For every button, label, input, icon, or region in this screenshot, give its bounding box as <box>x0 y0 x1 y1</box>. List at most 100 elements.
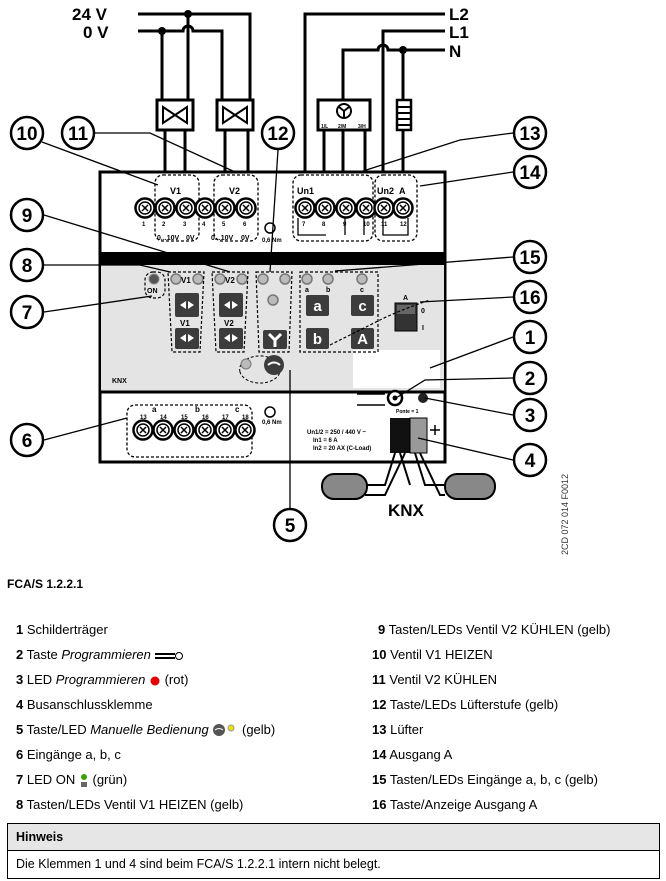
terminal-screw <box>294 197 316 219</box>
on-label: ON <box>147 288 158 295</box>
legend-suffix: (rot) <box>160 672 189 687</box>
terminal-screw <box>392 197 414 219</box>
heater-icon <box>395 98 413 132</box>
callout-number: 8 <box>22 256 33 277</box>
label-carrier <box>353 350 440 388</box>
fan-speed-button[interactable] <box>263 330 287 349</box>
terminal-screw <box>214 419 236 441</box>
n-label: N <box>449 42 461 61</box>
legend-italic: Programmieren <box>55 672 146 687</box>
legend-italic: Manuelle Bedienung <box>90 722 209 737</box>
legend-number: 4 <box>16 697 24 712</box>
legend-item-12: 12 Taste/LEDs Lüfterstufe (gelb) <box>372 697 558 712</box>
v2-cool-button-top[interactable] <box>219 293 243 317</box>
terminal-number: 11 <box>381 222 388 228</box>
callout-4: 4 <box>512 442 548 478</box>
callout-number: 14 <box>519 163 541 184</box>
legend-item-13: 13 Lüfter <box>372 722 423 737</box>
terminal-screw <box>154 197 176 219</box>
callout-13: 13 <box>512 115 548 151</box>
terminal-number: 13 <box>140 415 147 421</box>
legend-text: Tasten/LEDs Ventil V1 HEIZEN (gelb) <box>26 797 244 812</box>
valve-v1-icon <box>155 98 195 132</box>
callout-number: 4 <box>525 451 536 472</box>
v1-heat-button-bottom[interactable] <box>175 328 199 349</box>
legend-text: Taste/LEDs Lüfterstufe (gelb) <box>389 697 559 712</box>
legend-text: Taste/Anzeige Ausgang A <box>389 797 538 812</box>
legend-item-9: 9 Tasten/LEDs Ventil V2 KÜHLEN (gelb) <box>378 622 610 637</box>
callout-number: 12 <box>267 124 288 145</box>
status-led <box>267 294 279 306</box>
input-button-a[interactable]: a <box>306 295 329 316</box>
status-led <box>170 273 182 285</box>
callout-6: 6 <box>9 422 45 458</box>
v2-cool-button-bottom[interactable] <box>219 328 243 349</box>
terminal-number: 12 <box>400 222 407 228</box>
terminal-screw <box>194 419 216 441</box>
terminal-number: 10 <box>363 222 370 228</box>
terminal-screw <box>234 419 256 441</box>
terminal-number: 14 <box>160 415 167 421</box>
status-led <box>192 273 204 285</box>
legend-number: 6 <box>16 747 24 762</box>
status-led <box>356 273 368 285</box>
status-led <box>322 273 334 285</box>
button-label: b <box>313 331 322 348</box>
input-button-A[interactable]: A <box>351 328 374 349</box>
v1-button-label: V1 <box>180 319 190 328</box>
un2-label: Un2 <box>377 186 394 196</box>
programming-button[interactable] <box>386 389 404 407</box>
green-led-icon <box>79 772 89 787</box>
terminal-number: 3 <box>183 222 187 228</box>
callout-3: 3 <box>512 397 548 433</box>
legend-text: Ausgang A <box>389 747 453 762</box>
terminal-number: 5 <box>222 222 226 228</box>
switch-label: A <box>403 295 408 302</box>
callout-number: 11 <box>68 124 89 145</box>
legend-item-2: 2 Taste Programmieren <box>16 647 185 662</box>
legend-item-6: 6 Eingänge a, b, c <box>16 747 121 762</box>
input-button-c[interactable]: c <box>351 295 374 316</box>
switch-pos-0: 0 <box>421 308 425 315</box>
legend-text: Schilderträger <box>26 622 108 637</box>
switch-pos-1: I <box>422 325 424 332</box>
output-a-switch[interactable] <box>394 302 418 332</box>
l1-label: L1 <box>449 23 469 42</box>
manual-operation-button[interactable] <box>264 355 284 375</box>
callout-12: 12 <box>260 115 296 151</box>
signal-label: 0V <box>186 235 195 242</box>
callout-number: 10 <box>16 124 37 145</box>
v1-heat-button-top[interactable] <box>175 293 199 317</box>
status-led <box>236 273 248 285</box>
terminal-screw <box>335 197 357 219</box>
callout-8: 8 <box>9 247 45 283</box>
torque-icon <box>264 222 276 234</box>
note-text: Die Klemmen 1 und 4 sind beim FCA/S 1.2.… <box>16 857 381 871</box>
legend-number: 15 <box>372 772 387 787</box>
un1-label: Un1 <box>297 186 314 196</box>
legend-italic: Programmieren <box>61 647 151 662</box>
bottom-input-a: a <box>152 405 157 414</box>
input-b-label: b <box>326 287 330 294</box>
terminal-number: 4 <box>202 222 206 228</box>
terminal-number: 18 <box>242 415 249 421</box>
knx-bus-label: KNX <box>388 501 425 520</box>
label-strip <box>100 252 445 265</box>
terminal-screw <box>355 197 377 219</box>
legend-text: Ventil V1 HEIZEN <box>390 647 493 662</box>
button-label: A <box>357 331 368 348</box>
input-c-label: c <box>360 287 364 294</box>
callout-number: 9 <box>22 206 33 227</box>
legend-number: 7 <box>16 772 24 787</box>
legend-item-14: 14 Ausgang A <box>372 747 452 762</box>
legend-item-10: 10 Ventil V1 HEIZEN <box>372 647 493 662</box>
legend-item-4: 4 Busanschlussklemme <box>16 697 153 712</box>
input-button-b[interactable]: b <box>306 328 329 349</box>
legend-item-3: 3 LED Programmieren (rot) <box>16 672 188 687</box>
terminal-screw <box>214 197 236 219</box>
fan-terminal-label: 1/L <box>321 124 328 130</box>
legend-text: LED ON <box>26 772 76 787</box>
legend-number: 11 <box>372 672 386 687</box>
callout-number: 2 <box>525 369 536 390</box>
rating-current-2: In2 = 20 AX (C-Load) <box>313 446 371 452</box>
